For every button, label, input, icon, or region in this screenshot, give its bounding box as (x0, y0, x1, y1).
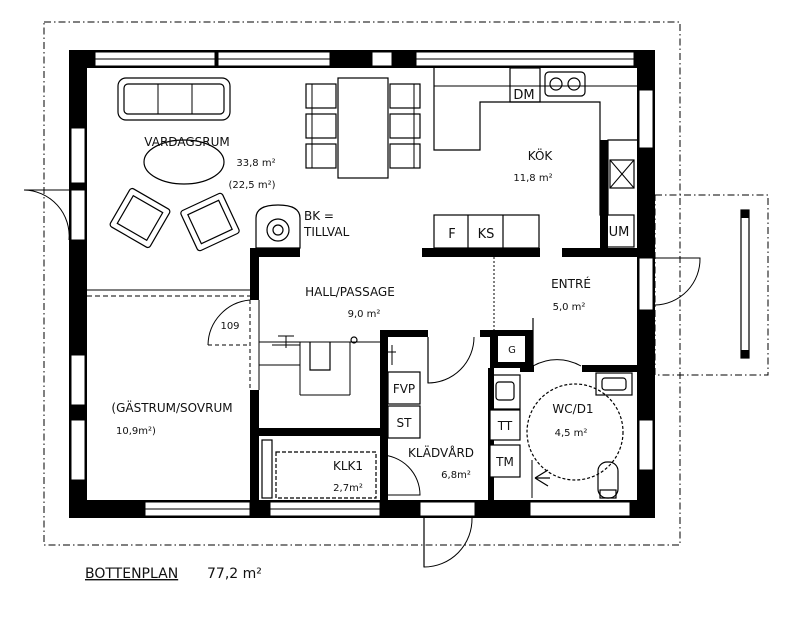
room-area-wc: 4,5 m² (555, 428, 588, 439)
room-area-entre: 5,0 m² (553, 302, 586, 313)
laundry-door-exterior (423, 517, 473, 568)
armchair-right (180, 192, 240, 252)
fireplace-label-line1: BK = (304, 209, 334, 223)
coffee-table (143, 139, 225, 185)
room-area-hall: 9,0 m² (348, 309, 381, 320)
dining-table (305, 77, 421, 179)
room-area-kok: 11,8 m² (513, 173, 552, 184)
room-name-kok: KÖK (528, 147, 554, 163)
fixture-fvp: FVP (393, 382, 415, 396)
fixture-g: G (508, 345, 516, 356)
windows-left (70, 127, 86, 481)
room-area-gastrum: 10,9m²) (116, 426, 156, 437)
room-name-wc: WC/D1 (552, 402, 593, 416)
room-area-kladvard: 6,8m² (441, 470, 471, 481)
fixture-um: UM (609, 225, 630, 240)
laundry-units (387, 345, 521, 478)
room-name-entre: ENTRÉ (551, 276, 591, 291)
klk-shelves (261, 439, 377, 499)
windows-bottom (144, 501, 631, 517)
kitchen-counter (433, 67, 637, 248)
fixture-f: F (448, 227, 455, 242)
terrace-bench (740, 209, 750, 359)
terrace-outline (654, 194, 769, 376)
entrance-door (654, 257, 701, 306)
windows-right (638, 89, 654, 471)
stair-hatch (259, 335, 380, 396)
room-area2-vardagsrum: (22,5 m²) (229, 180, 276, 191)
armchair-left (109, 187, 171, 249)
plan-total-area: 77,2 m² (207, 566, 262, 582)
interior-walls (250, 140, 637, 518)
sofa (117, 77, 231, 121)
fixture-tm: TM (495, 455, 514, 469)
room-area-vardagsrum: 33,8 m² (236, 158, 275, 169)
fireplace (255, 204, 301, 249)
wc-fixtures (526, 372, 633, 499)
klk-door (379, 454, 421, 496)
plan-title: BOTTENPLAN (85, 566, 178, 582)
fixture-dm: DM (513, 88, 534, 103)
fixture-st: ST (397, 416, 413, 430)
wc-door (532, 318, 582, 367)
laundry-door (427, 336, 475, 384)
room-area-klk: 2,7m² (333, 483, 363, 494)
room-name-hall: HALL/PASSAGE (305, 285, 395, 299)
fixture-ks: KS (478, 227, 495, 242)
stair-label: 109 (220, 321, 239, 332)
kitchen-island-units (433, 214, 540, 249)
room-name-gastrum: (GÄSTRUM/SOVRUM (111, 400, 232, 415)
room-name-klk: KLK1 (333, 459, 363, 473)
windows-top (94, 51, 635, 67)
room-name-vardagsrum: VARDAGSRUM (144, 135, 229, 149)
fireplace-label-line2: TILLVAL (303, 225, 350, 239)
fixture-tt: TT (497, 419, 513, 433)
terrace-door-left (23, 189, 70, 241)
room-name-kladvard: KLÄDVÅRD (408, 445, 474, 460)
guest-room-door (207, 299, 251, 346)
